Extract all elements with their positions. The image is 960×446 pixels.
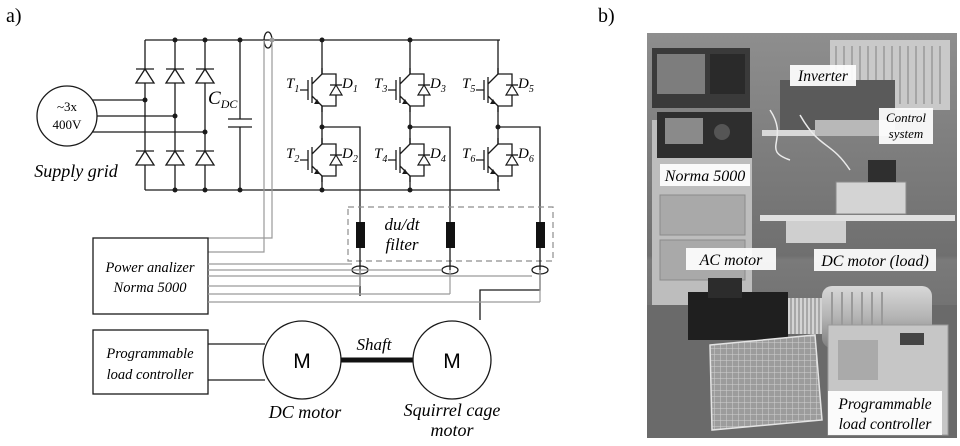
- inverter-output-wires: [322, 126, 541, 228]
- ac-motor-caption-1: Squirrel cage: [404, 400, 501, 420]
- supply-voltage-value: 400V: [53, 117, 83, 132]
- diode-rectifier: [134, 37, 500, 193]
- capacitor-symbol: [228, 40, 252, 190]
- photo-resistor-cage: [709, 334, 823, 431]
- load-controller-label-1: Programmable: [105, 346, 194, 362]
- analyzer-sense-wires: [208, 263, 541, 303]
- panel-a-label: a): [6, 5, 22, 27]
- panel-a: a) ~3x 400V Supply grid: [6, 5, 554, 440]
- filter-choke-2: [446, 222, 455, 248]
- ac-motor-caption-2: motor: [430, 420, 474, 440]
- capacitor-label: CDC: [208, 88, 238, 111]
- load-controller: Programmable load controller: [92, 329, 265, 395]
- photo-coupling: [788, 298, 822, 334]
- dc-motor: M DC motor: [262, 320, 343, 422]
- load-controller-wires: [208, 343, 265, 381]
- photo-label-ac-motor: AC motor: [699, 252, 763, 269]
- diode-label: D6: [517, 146, 534, 165]
- igbt-switch: T2 D2: [286, 138, 358, 182]
- igbt-switch: T5 D5: [462, 68, 534, 112]
- load-controller-box: [92, 329, 209, 395]
- photo-label-inverter: Inverter: [797, 68, 849, 85]
- filter-label-2: filter: [385, 235, 418, 254]
- supply-source-circle: [36, 85, 98, 147]
- transistor-label: T5: [462, 76, 475, 95]
- photo-label-control-1: Control: [886, 110, 926, 125]
- transistor-label: T1: [286, 76, 299, 95]
- supply-phase-wires: [92, 99, 205, 133]
- dc-link-capacitor: CDC: [208, 37, 252, 193]
- photo-labels: Inverter Control system Norma 5000 AC mo…: [660, 65, 942, 435]
- dudt-filter: du/dt filter: [347, 206, 554, 320]
- igbt-switch: T1 D1: [286, 68, 358, 112]
- squirrel-cage-motor: M Squirrel cage motor: [404, 320, 501, 440]
- power-analyzer: Power analizer Norma 5000: [92, 237, 541, 315]
- diode-label: D5: [517, 76, 534, 95]
- transistor-label: T4: [374, 146, 387, 165]
- shaft-label: Shaft: [357, 335, 393, 354]
- filter-label-1: du/dt: [385, 215, 421, 234]
- transistor-label: T6: [462, 146, 475, 165]
- supply-source: ~3x 400V Supply grid: [34, 85, 205, 181]
- power-analyzer-label-1: Power analizer: [104, 260, 194, 276]
- transistor-label: T2: [286, 146, 299, 165]
- rectifier-diodes: [134, 67, 216, 166]
- dc-bus-sense-wires: [208, 40, 273, 253]
- igbt-switch: T4 D4: [374, 138, 446, 182]
- transistor-label: T3: [374, 76, 387, 95]
- ac-motor-circle: [412, 320, 492, 400]
- photo-power-supply: [835, 181, 907, 215]
- panel-b: b): [598, 5, 957, 438]
- photo-label-control-2: system: [889, 126, 924, 141]
- panel-b-label: b): [598, 5, 615, 27]
- filter-choke-1: [356, 222, 365, 248]
- load-controller-label-2: load controller: [107, 367, 194, 383]
- photo-label-plc-2: load controller: [839, 416, 933, 433]
- diode-label: D2: [341, 146, 358, 165]
- igbt-switch: T6 D6: [462, 138, 534, 182]
- dc-motor-caption: DC motor: [268, 402, 343, 422]
- photo-label-plc-1: Programmable: [837, 396, 931, 413]
- power-analyzer-label-2: Norma 5000: [113, 280, 188, 296]
- ac-motor-symbol: M: [443, 350, 461, 373]
- dc-bus-measurement: [208, 31, 275, 253]
- diode-label: D4: [429, 146, 446, 165]
- filter-choke-3: [536, 222, 545, 248]
- supply-voltage-phases: ~3x: [57, 99, 78, 114]
- photo-ac-motor: [688, 292, 788, 340]
- lab-photo: [647, 33, 957, 438]
- power-analyzer-box: [92, 237, 209, 315]
- diode-label: D3: [429, 76, 446, 95]
- supply-grid-caption: Supply grid: [34, 161, 118, 181]
- photo-label-dc-motor: DC motor (load): [820, 253, 929, 270]
- photo-label-norma: Norma 5000: [664, 168, 745, 185]
- dc-motor-symbol: M: [293, 350, 311, 373]
- igbt-switch: T3 D3: [374, 68, 446, 112]
- diode-label: D1: [341, 76, 358, 95]
